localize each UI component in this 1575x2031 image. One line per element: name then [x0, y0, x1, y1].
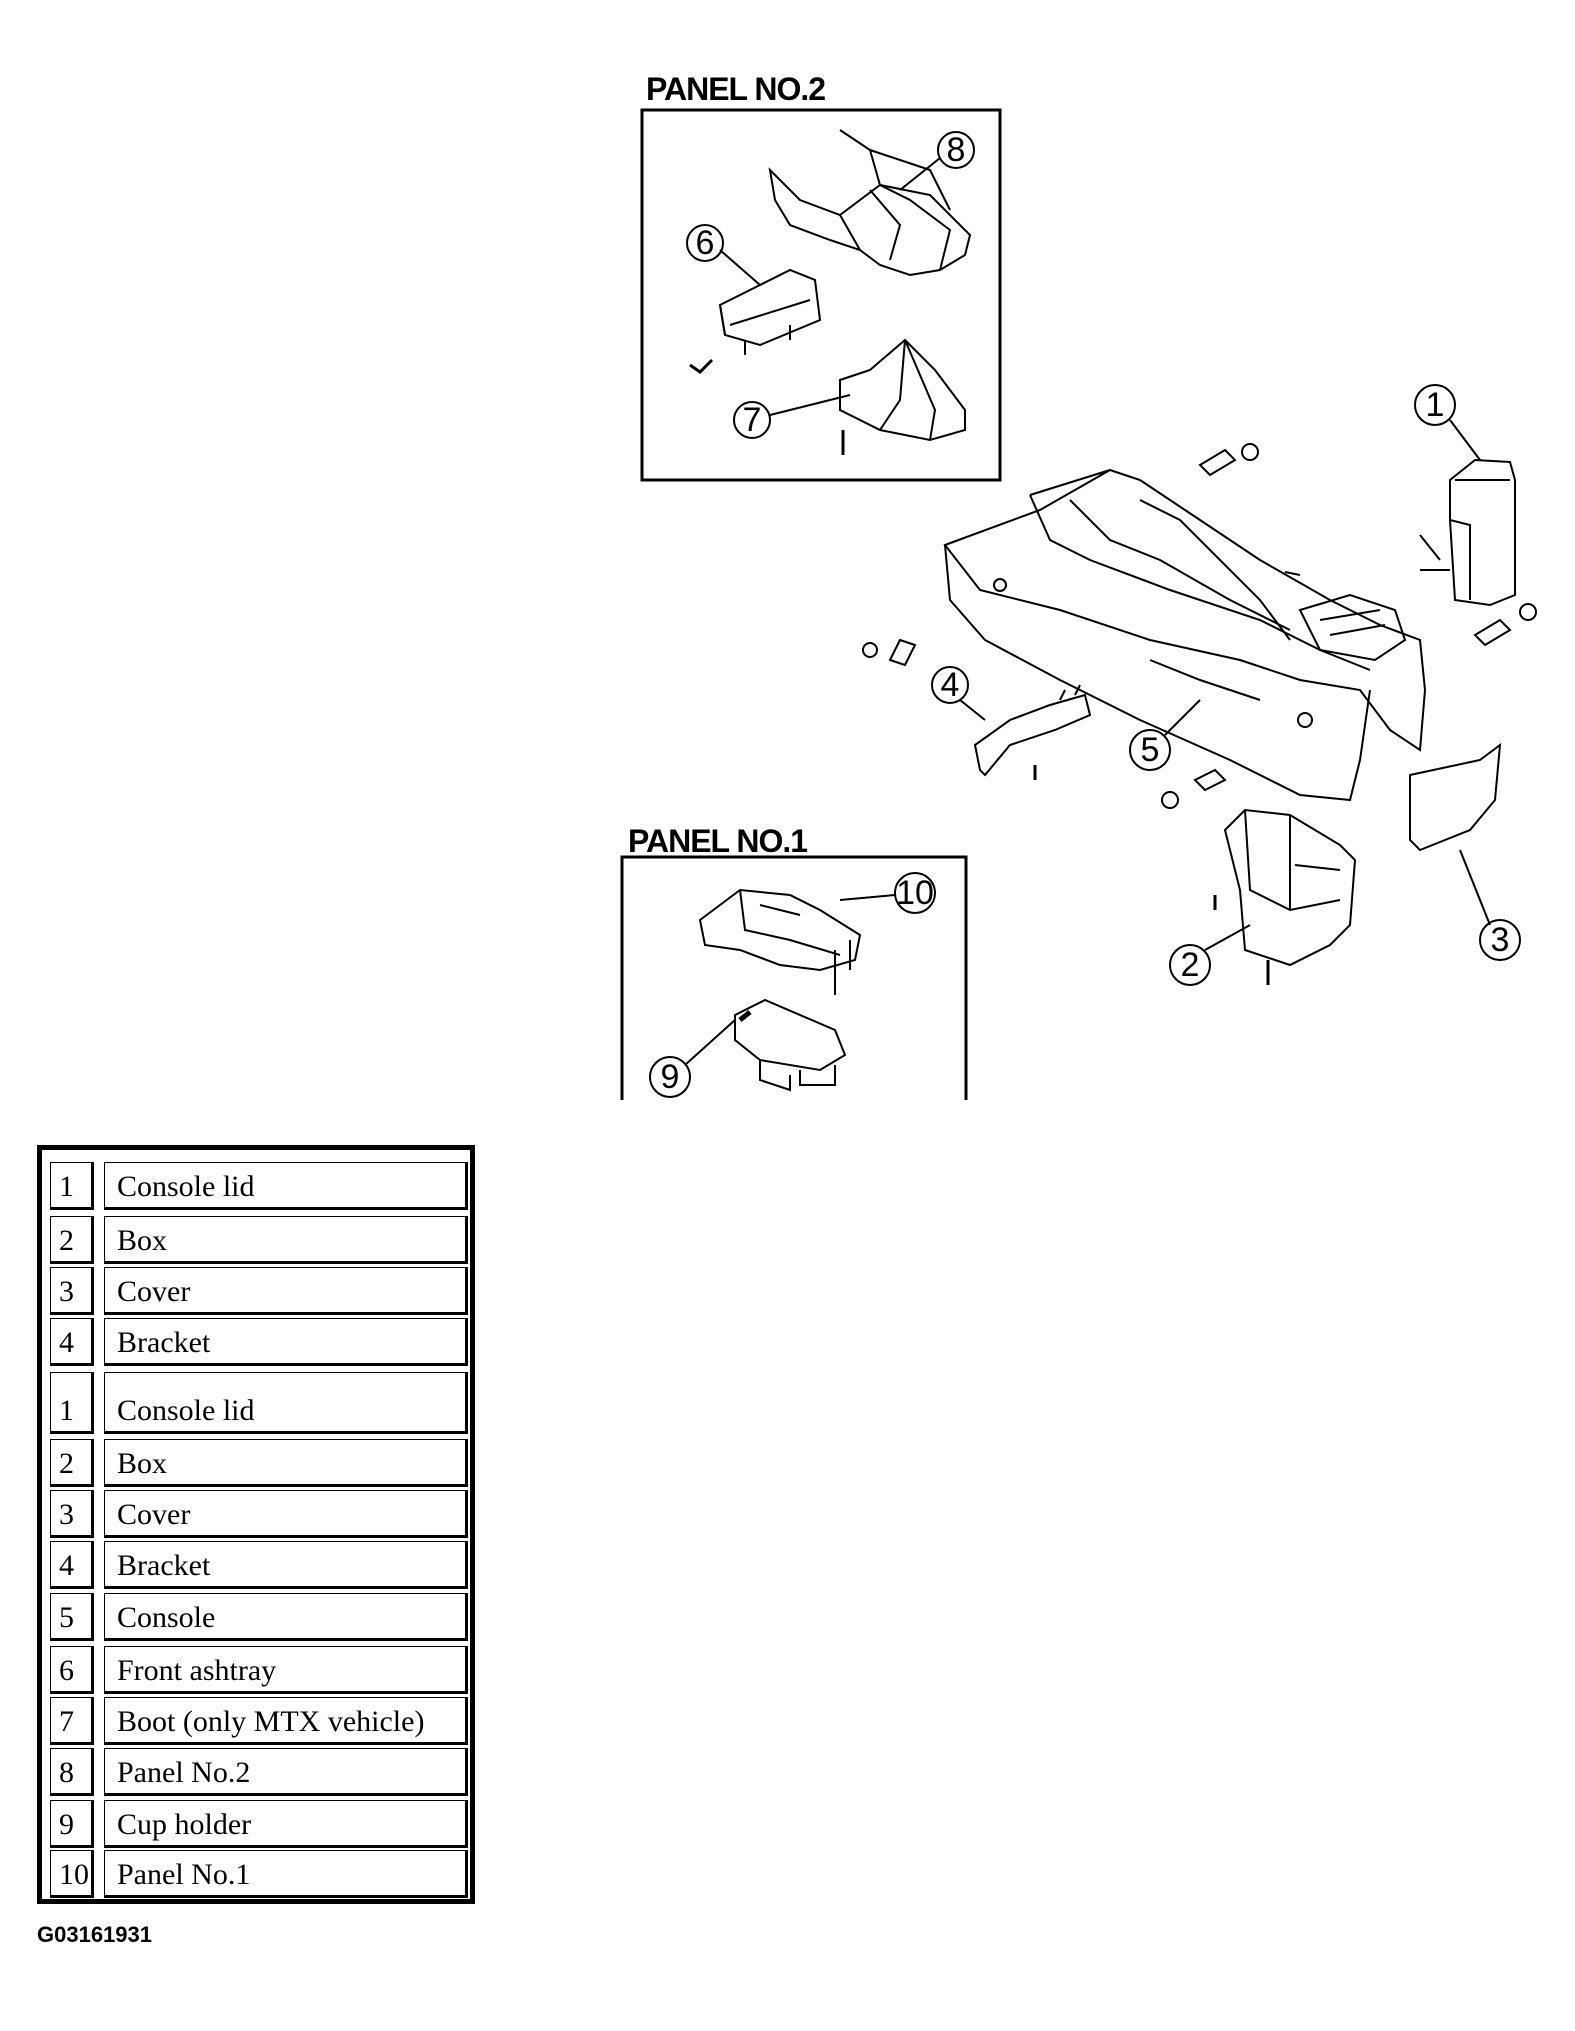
screws — [862, 443, 1537, 809]
bracket-part — [973, 684, 1092, 780]
boot-part — [839, 338, 966, 455]
legend-number: 2 — [50, 1439, 94, 1487]
callout-label: 6 — [696, 224, 715, 262]
legend-number: 3 — [50, 1267, 94, 1315]
box-part — [1213, 808, 1357, 985]
legend-description: Bracket — [104, 1541, 468, 1589]
legend-row: 10 Panel No.1 — [50, 1850, 470, 1898]
legend-row: 2 Box — [50, 1439, 470, 1487]
front-ashtray-part — [689, 268, 822, 374]
legend-row: 1 Console lid — [50, 1372, 470, 1434]
legend-description: Console — [104, 1593, 468, 1641]
legend-number: 6 — [50, 1646, 94, 1694]
legend-row: 1 Console lid — [50, 1162, 470, 1210]
legend-number: 1 — [50, 1372, 94, 1434]
legend-number: 7 — [50, 1697, 94, 1745]
legend-description: Panel No.1 — [104, 1850, 468, 1898]
legend-description: Console lid — [104, 1162, 468, 1210]
main-callouts — [931, 384, 1521, 986]
panel-no2-callouts — [686, 131, 975, 439]
legend-number: 3 — [50, 1490, 94, 1538]
legend-description: Cup holder — [104, 1800, 468, 1848]
legend-number: 4 — [50, 1541, 94, 1589]
legend-description: Boot (only MTX vehicle) — [104, 1697, 468, 1745]
panel-no1-frame — [620, 855, 968, 1100]
callout-label: 7 — [743, 401, 762, 439]
console-part — [943, 468, 1427, 802]
legend-description: Panel No.2 — [104, 1748, 468, 1796]
panel-no2-frame — [640, 108, 1002, 482]
callout-label: 2 — [1181, 946, 1200, 984]
legend-row: 4 Bracket — [50, 1541, 470, 1589]
panel-no1-callouts — [649, 872, 936, 1098]
callout-label: 10 — [896, 874, 934, 912]
legend-number: 1 — [50, 1162, 94, 1210]
callout-label: 9 — [661, 1058, 680, 1096]
panel-no2-title: PANEL NO.2 — [646, 71, 826, 107]
legend-number: 9 — [50, 1800, 94, 1848]
legend-row: 9 Cup holder — [50, 1800, 470, 1848]
callout-label: 4 — [941, 666, 960, 704]
figure-id: G03161931 — [37, 1922, 152, 1947]
console-lid-part — [1419, 458, 1516, 607]
legend-description: Console lid — [104, 1372, 468, 1434]
legend-row: 5 Console — [50, 1593, 470, 1641]
legend-description: Front ashtray — [104, 1646, 468, 1694]
cover-part — [1409, 742, 1502, 852]
legend-row: 3 Cover — [50, 1490, 470, 1538]
callout-label: 1 — [1426, 386, 1445, 424]
legend-row: 2 Box — [50, 1216, 470, 1264]
legend-number: 8 — [50, 1748, 94, 1796]
exploded-view-diagram: 1 2 3 4 5 6 7 8 9 10 — [620, 108, 1537, 1100]
callout-labels: 1 2 3 4 5 6 7 8 9 10 — [661, 131, 1510, 1096]
legend-number: 5 — [50, 1593, 94, 1641]
legend-description: Cover — [104, 1490, 468, 1538]
legend-row: 7 Boot (only MTX vehicle) — [50, 1697, 470, 1745]
legend-description: Box — [104, 1439, 468, 1487]
panel-no2-part — [768, 129, 972, 277]
panel-no1-title: PANEL NO.1 — [628, 823, 808, 859]
callout-label: 5 — [1141, 731, 1160, 769]
legend-description: Box — [104, 1216, 468, 1264]
panel-no1-part — [698, 888, 862, 995]
cup-holder-part — [734, 998, 847, 1092]
legend-row: 8 Panel No.2 — [50, 1748, 470, 1796]
legend-table: 1 Console lid 2 Box 3 Cover 4 Bracket 1 … — [37, 1145, 475, 1904]
callout-label: 8 — [947, 131, 966, 169]
legend-number: 2 — [50, 1216, 94, 1264]
legend-row: 3 Cover — [50, 1267, 470, 1315]
legend-description: Bracket — [104, 1318, 468, 1366]
legend-row: 6 Front ashtray — [50, 1646, 470, 1694]
callout-label: 3 — [1491, 921, 1510, 959]
legend-description: Cover — [104, 1267, 468, 1315]
legend-number: 10 — [50, 1850, 94, 1898]
legend-number: 4 — [50, 1318, 94, 1366]
legend-row: 4 Bracket — [50, 1318, 470, 1366]
